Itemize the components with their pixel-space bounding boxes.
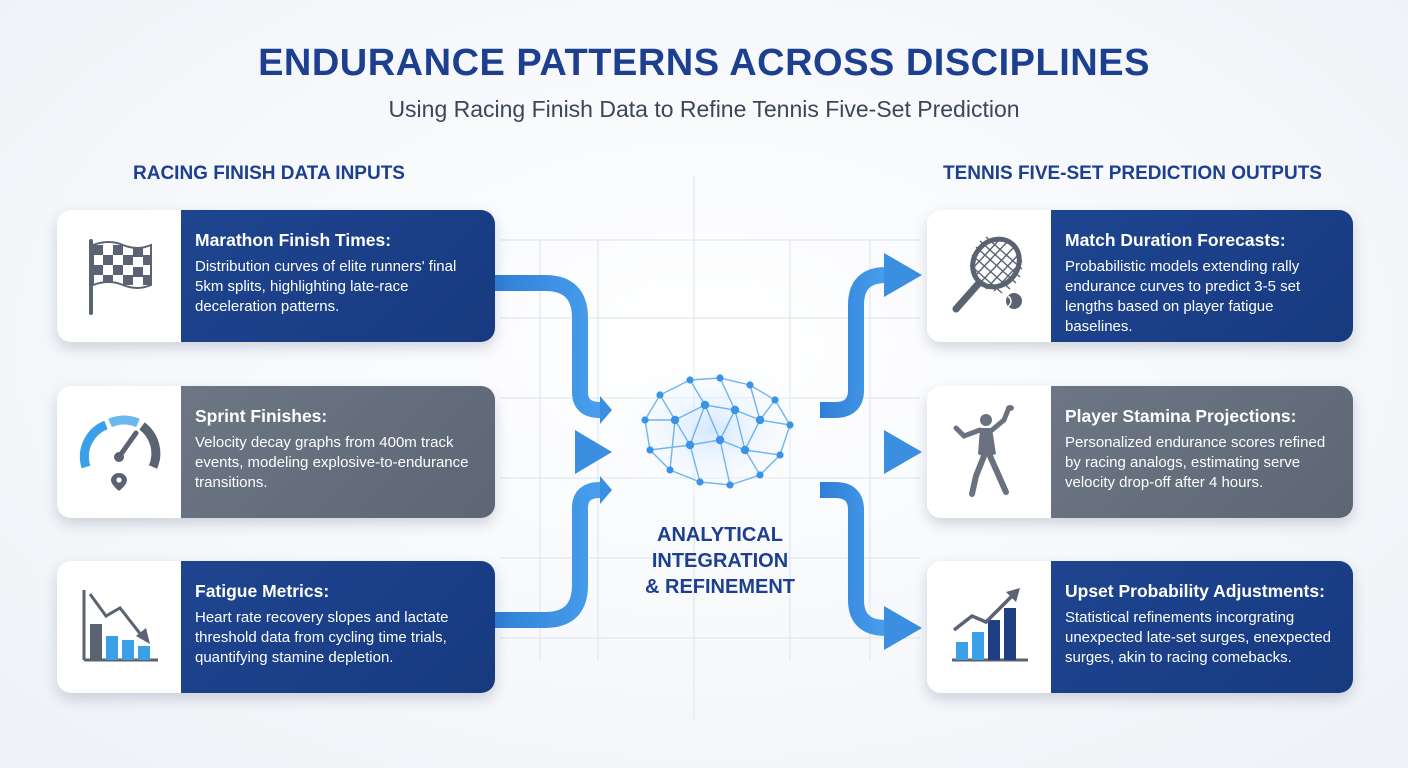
- page-subtitle: Using Racing Finish Data to Refine Tenni…: [388, 96, 1020, 122]
- arrow-head-4: [884, 253, 922, 297]
- card-fatigue-metrics: Fatigue Metrics: Heart rate recovery slo…: [57, 561, 495, 693]
- arrow-marathon-to-center: [492, 275, 605, 418]
- tennis-racket-icon: [952, 236, 1023, 313]
- card-sprint-finishes: Sprint Finishes: Velocity decay graphs f…: [57, 386, 495, 518]
- center-label-line: INTEGRATION: [651, 550, 789, 572]
- card-description: Probabilistic models extending rally end…: [1065, 258, 1301, 335]
- card-marathon-finish-times: Marathon Finish Times: Distribution curv…: [57, 210, 495, 342]
- neural-brain-icon: [607, 355, 817, 505]
- center-label-line: & REFINEMENT: [645, 576, 795, 598]
- card-description: Statistical refinements incorgrating une…: [1065, 609, 1332, 666]
- card-title: Fatigue Metrics:: [195, 581, 330, 601]
- card-description: Velocity decay graphs from 400m track ev…: [195, 434, 469, 491]
- card-title: Upset Probability Adjustments:: [1065, 581, 1325, 601]
- card-match-duration-forecasts: Match Duration Forecasts: Probabilistic …: [927, 210, 1353, 342]
- tennis-player-icon: [953, 405, 1014, 497]
- page-title: ENDURANCE PATTERNS ACROSS DISCIPLINES: [258, 42, 1150, 84]
- card-title: Player Stamina Projections:: [1065, 406, 1297, 426]
- card-player-stamina-projections: Player Stamina Projections: Personalized…: [927, 386, 1353, 518]
- arrow-head-1: [600, 396, 612, 424]
- card-upset-probability-adjustments: Upset Probability Adjustments: Statistic…: [927, 561, 1353, 693]
- arrow-head-6: [884, 606, 922, 650]
- arrow-head-3: [600, 476, 612, 504]
- card-title: Sprint Finishes:: [195, 406, 328, 426]
- card-title: Match Duration Forecasts:: [1065, 230, 1286, 250]
- inputs-heading: RACING FINISH DATA INPUTS: [133, 163, 405, 184]
- card-description: Heart rate recovery slopes and lactate t…: [195, 609, 449, 666]
- checkered-flag-icon: [89, 239, 152, 315]
- rising-bar-chart-icon: [952, 588, 1028, 662]
- card-title: Marathon Finish Times:: [195, 230, 392, 250]
- arrow-head-2: [575, 430, 612, 474]
- arrow-head-5: [884, 430, 922, 474]
- outputs-heading: TENNIS FIVE-SET PREDICTION OUTPUTS: [943, 163, 1322, 184]
- card-description: Personalized endurance scores refined by…: [1065, 434, 1326, 491]
- center-label-line: ANALYTICAL: [657, 524, 783, 546]
- arrow-fatigue-to-center: [492, 482, 605, 628]
- arrow-center-to-upset: [820, 482, 890, 636]
- center-label: ANALYTICAL INTEGRATION & REFINEMENT: [620, 522, 820, 600]
- speedometer-icon: [79, 415, 161, 491]
- card-description: Distribution curves of elite runners' fi…: [195, 258, 457, 315]
- declining-bar-chart-icon: [82, 590, 158, 662]
- arrow-center-to-duration: [820, 267, 890, 418]
